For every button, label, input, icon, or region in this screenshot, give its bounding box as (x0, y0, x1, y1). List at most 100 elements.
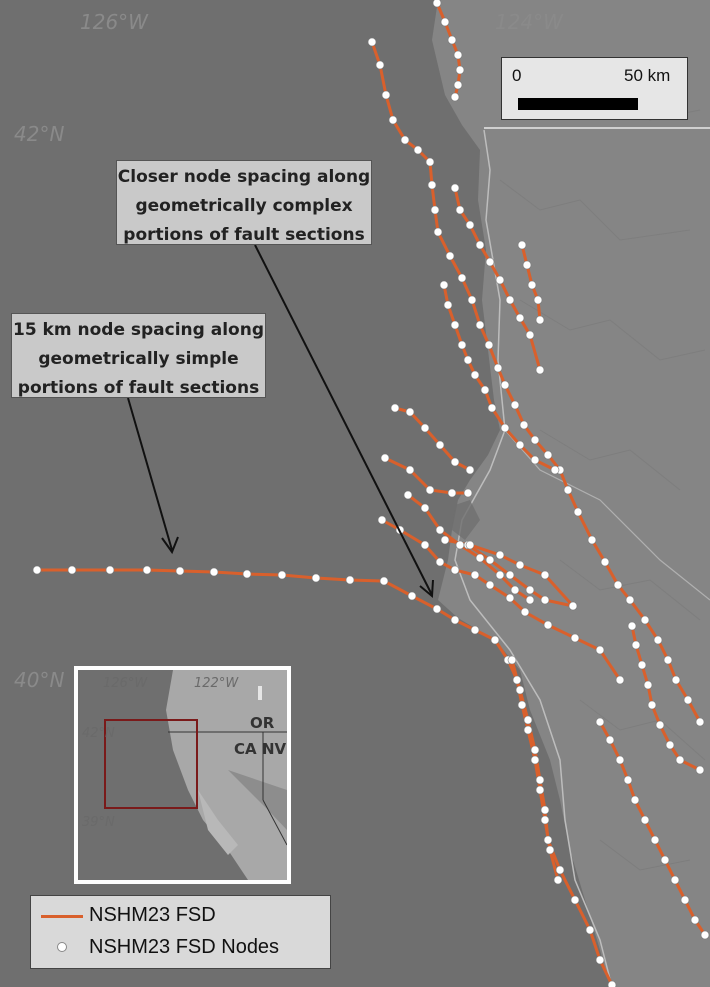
fault-node (595, 645, 605, 655)
fault-node (450, 565, 460, 575)
fault-node (450, 92, 460, 102)
fault-node (405, 465, 415, 475)
fault-node (522, 260, 532, 270)
fault-node (435, 440, 445, 450)
fault-node (500, 380, 510, 390)
fault-node (517, 700, 527, 710)
fault-node (485, 257, 495, 267)
fault-node (463, 355, 473, 365)
fault-node (523, 715, 533, 725)
graticule-label-42n: 42°N (14, 122, 65, 146)
fault-node (515, 440, 525, 450)
fault-node (570, 895, 580, 905)
fault-node (400, 135, 410, 145)
fault-node (390, 403, 400, 413)
fault-node (540, 805, 550, 815)
fault-node (453, 50, 463, 60)
fault-node (67, 565, 77, 575)
map-legend: NSHM23 FSD NSHM23 FSD Nodes (30, 895, 331, 969)
fault-node (525, 330, 535, 340)
fault-node (433, 227, 443, 237)
inset-state-or: OR (250, 714, 275, 732)
scale-label-end: 50 km (624, 66, 671, 85)
fault-node (555, 865, 565, 875)
inset-state-ca: CA (234, 740, 257, 758)
fault-node (643, 680, 653, 690)
fault-node (175, 566, 185, 576)
fault-node (540, 595, 550, 605)
fault-node (623, 775, 633, 785)
fault-node (525, 595, 535, 605)
fault-node (377, 515, 387, 525)
callout-complex-spacing: Closer node spacing along geometrically … (116, 160, 372, 245)
fault-node (455, 540, 465, 550)
fault-node (439, 280, 449, 290)
fault-node (615, 755, 625, 765)
fault-node (530, 755, 540, 765)
fault-node (512, 675, 522, 685)
fault-node (631, 640, 641, 650)
fault-node (533, 295, 543, 305)
fault-node (475, 240, 485, 250)
legend-label-fsd: NSHM23 FSD (89, 904, 216, 926)
fault-line (370, 40, 702, 724)
inset-label-42n: 42°N (82, 726, 115, 741)
fault-node (540, 815, 550, 825)
fault-node (515, 313, 525, 323)
fault-node (570, 633, 580, 643)
fault-node (587, 535, 597, 545)
callout-arrows (127, 244, 434, 599)
fault-line (453, 186, 542, 372)
fault-node (525, 585, 535, 595)
fault-node (650, 835, 660, 845)
fault-node (527, 280, 537, 290)
fault-node (530, 745, 540, 755)
fault-node (105, 565, 115, 575)
fault-node (450, 615, 460, 625)
fault-node (435, 525, 445, 535)
callout-simple-spacing: 15 km node spacing along geometrically s… (11, 313, 266, 398)
inset-label-39n: 39°N (82, 815, 115, 830)
fault-node (435, 557, 445, 567)
fault-node (655, 720, 665, 730)
fault-node (470, 370, 480, 380)
fault-node (440, 535, 450, 545)
legend-node-symbol (57, 942, 67, 952)
fault-node (523, 725, 533, 735)
scale-bar-box: 0 50 km (501, 57, 688, 120)
fault-node (520, 607, 530, 617)
fault-node (535, 775, 545, 785)
fault-node (425, 485, 435, 495)
fault-node (430, 205, 440, 215)
fault-node (510, 400, 520, 410)
fault-node (375, 60, 385, 70)
fault-node (403, 490, 413, 500)
fault-node (450, 183, 460, 193)
locator-inset-map: 126°W 122°W 42°N 39°N OR CA NV (74, 666, 291, 884)
fault-node (543, 450, 553, 460)
fault-node (543, 620, 553, 630)
fault-node (660, 855, 670, 865)
fault-node (530, 455, 540, 465)
fault-node (563, 485, 573, 495)
fault-node (600, 557, 610, 567)
fault-node (311, 573, 321, 583)
fault-line (510, 658, 614, 987)
fault-node (432, 604, 442, 614)
fault-node (490, 635, 500, 645)
fault-node (379, 576, 389, 586)
fault-node (487, 403, 497, 413)
fault-node (345, 575, 355, 585)
fault-nodes (32, 0, 710, 987)
fault-node (420, 540, 430, 550)
fault-node (613, 580, 623, 590)
fault-node (545, 845, 555, 855)
fault-node (530, 435, 540, 445)
fault-node (690, 915, 700, 925)
fault-node (450, 457, 460, 467)
fault-node (505, 593, 515, 603)
road (504, 429, 710, 601)
fault-node (455, 65, 465, 75)
fault-node (277, 570, 287, 580)
fault-node (595, 717, 605, 727)
